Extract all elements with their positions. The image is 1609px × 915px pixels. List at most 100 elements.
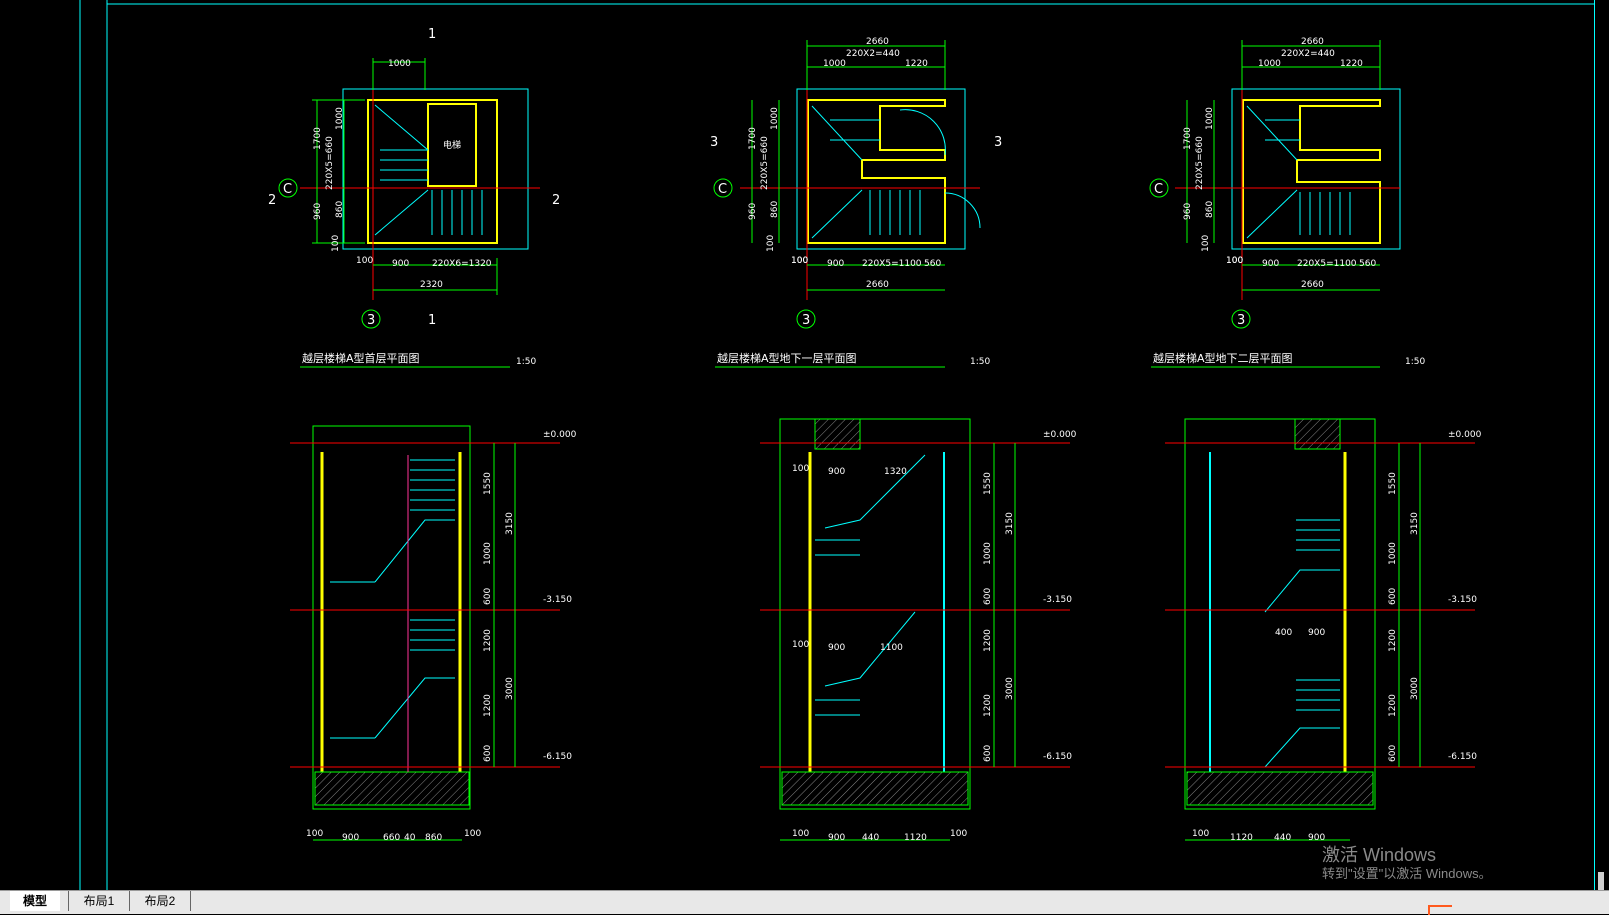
- plan-2: 2660 220X2=440 1000 1220 1700 1000 220X5…: [710, 37, 1002, 368]
- section-3-idim-1: 900: [1308, 628, 1325, 638]
- section-1-outline: [312, 425, 471, 810]
- section-2-outline: [779, 418, 971, 810]
- plan-2-left-dim-5: 100: [766, 235, 776, 252]
- plan-3-axis-bubble-3: [1231, 309, 1251, 329]
- plan-1-left-dim-6: 100: [356, 256, 373, 266]
- section-2-dim-lines: [780, 443, 1016, 841]
- plan-2-title: 越层楼梯A型地下一层平面图: [717, 351, 857, 365]
- section-2-idim-0: 100: [792, 464, 809, 474]
- plan-1-section-mark-0: 1: [428, 27, 436, 42]
- plan-2-axis-bubble-c-label: C: [718, 182, 727, 197]
- plan-3-bottom-dim-3: 560: [1359, 259, 1376, 269]
- section-3-elev-2: -6.150: [1448, 752, 1477, 762]
- activation-watermark: 激活 Windows 转到"设置"以激活 Windows。: [1322, 845, 1492, 883]
- plan-1-wall: [367, 99, 498, 244]
- tab-layout-2[interactable]: 布局2: [130, 891, 191, 911]
- plan-3-top-dim-1: 220X2=440: [1281, 49, 1335, 59]
- plan-3-axis-bubble-c: [1149, 178, 1169, 198]
- section-2-stairs: [815, 454, 926, 716]
- section-1-rdim-1: 1000: [483, 542, 493, 565]
- plan-3-left-dim-4: 860: [1205, 201, 1215, 218]
- cad-model-space[interactable]: 电梯 1000 1700 1000 220X5=660 960 860 100 …: [0, 0, 1609, 890]
- section-3-idim-0: 400: [1275, 628, 1292, 638]
- section-3-top-hatch: [1294, 418, 1341, 450]
- section-2-idim-5: 1100: [880, 643, 903, 653]
- section-2-top-hatch: [814, 418, 861, 450]
- section-2-rdim-3: 1200: [983, 629, 993, 652]
- section-1-rdim-5: 600: [483, 745, 493, 762]
- plan-2-left-dim-0: 1700: [748, 127, 758, 150]
- plan-1-shaft: [427, 103, 477, 187]
- section-1-bdim-2: 660: [383, 833, 400, 843]
- section-2-elev-0: ±0.000: [1043, 430, 1077, 440]
- section-2-elev-2: -6.150: [1043, 752, 1072, 762]
- section-3-outline: [1184, 418, 1376, 810]
- plan-1-stair-treads: [374, 104, 483, 236]
- section-3-stairs: [1264, 519, 1340, 768]
- plan-2-left-dim-2: 220X5=660: [760, 136, 770, 190]
- plan-1-section-mark-2: 2: [268, 193, 276, 208]
- layout-tab-bar: 模型 布局1 布局2: [0, 890, 1609, 914]
- section-2-rdim-6: 3150: [1005, 512, 1015, 535]
- watermark-line-1: 激活 Windows: [1322, 845, 1437, 865]
- section-2-idim-1: 900: [828, 467, 845, 477]
- plan-2-scale: 1:50: [970, 357, 990, 367]
- plan-2-left-dim-4: 860: [770, 201, 780, 218]
- section-2-rdim-7: 3000: [1005, 677, 1015, 700]
- section-1-elev-1: -3.150: [543, 595, 572, 605]
- vertical-scrollbar[interactable]: [1594, 0, 1609, 890]
- plan-2-bottom-dim-0: 100: [791, 256, 808, 266]
- plan-2-section-mark-1: 3: [994, 135, 1002, 150]
- section-2-bdim-1: 900: [828, 833, 845, 843]
- plan-1-scale: 1:50: [516, 357, 536, 367]
- section-2-rdim-2: 600: [983, 588, 993, 605]
- section-3-bdim-0: 100: [1192, 829, 1209, 839]
- section-3-bdim-3: 900: [1308, 833, 1325, 843]
- plan-1-section-mark-1: 1: [428, 313, 436, 328]
- plan-1-axis-bubble-c-label: C: [283, 182, 292, 197]
- plan-3-outline: [1231, 88, 1401, 250]
- plan-3-top-dim-3: 1220: [1340, 59, 1363, 69]
- plan-1: 电梯 1000 1700 1000 220X5=660 960 860 100 …: [268, 27, 560, 368]
- section-1-bdim-0: 100: [306, 829, 323, 839]
- section-1-rdim-0: 1550: [483, 472, 493, 495]
- section-1-bdim-1: 900: [342, 833, 359, 843]
- plan-3-axis-bubble-3-label: 3: [1237, 313, 1245, 328]
- section-2-rdim-4: 1200: [983, 694, 993, 717]
- plan-3-dim-lines: [1186, 40, 1381, 291]
- section-1-rdim-2: 600: [483, 588, 493, 605]
- section-3-rdim-5: 600: [1388, 745, 1398, 762]
- plan-1-left-dim-3: 960: [313, 203, 323, 220]
- plan-3-top-dim-0: 2660: [1301, 37, 1324, 47]
- section-3-bdim-2: 440: [1274, 833, 1291, 843]
- scrollbar-thumb[interactable]: [1598, 872, 1604, 890]
- section-1-rdim-3: 1200: [483, 629, 493, 652]
- tab-model[interactable]: 模型: [10, 891, 60, 911]
- section-2-idim-3: 100: [792, 640, 809, 650]
- plan-1-axis-bubble-3: [361, 309, 381, 329]
- watermark-line-2: 转到"设置"以激活 Windows。: [1322, 866, 1492, 881]
- section-3-rdim-6: 3150: [1410, 512, 1420, 535]
- plan-2-top-dim-3: 1220: [905, 59, 928, 69]
- section-1-rdim-6: 3150: [505, 512, 515, 535]
- plan-3-left-dim-0: 1700: [1183, 127, 1193, 150]
- plan-2-axis-bubble-3-label: 3: [802, 313, 810, 328]
- plan-3-left-dim-1: 1000: [1205, 107, 1215, 130]
- tab-layout-1[interactable]: 布局1: [68, 891, 130, 911]
- section-1-stairs: [330, 455, 455, 772]
- plan-2-bottom-dim-2: 220X5=1100: [862, 259, 922, 269]
- plan-3-axis-bubble-c-label: C: [1154, 182, 1163, 197]
- plan-2-section-mark-0: 3: [710, 135, 718, 150]
- section-2-bdim-2: 440: [862, 833, 879, 843]
- plan-3-left-dim-2: 220X5=660: [1195, 136, 1205, 190]
- section-3-rdim-3: 1200: [1388, 629, 1398, 652]
- plan-1-room-label: 电梯: [443, 139, 461, 151]
- plan-3-stair-treads: [1246, 105, 1351, 239]
- plan-3-bottom-dim-2: 220X5=1100: [1297, 259, 1357, 269]
- section-2-bdim-4: 100: [950, 829, 967, 839]
- plan-1-bottom-dim-2: 2320: [420, 280, 443, 290]
- section-3-rdim-4: 1200: [1388, 694, 1398, 717]
- section-3-rdim-0: 1550: [1388, 472, 1398, 495]
- section-2-rdim-1: 1000: [983, 542, 993, 565]
- plan-1-left-dim-5: 100: [331, 235, 341, 252]
